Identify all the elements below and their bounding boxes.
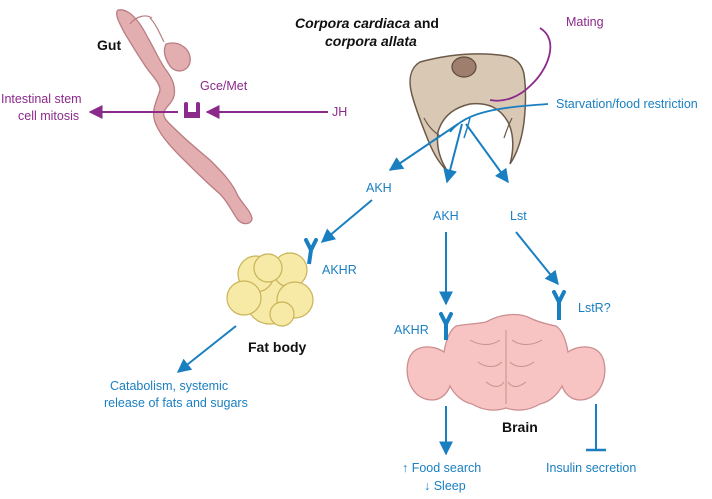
cc-ca-title-line1: Corpora cardiaca and xyxy=(295,15,439,31)
corpora-cardiaca-allata-gland xyxy=(409,53,527,173)
intestinal-label-line1: Intestinal stem xyxy=(1,92,82,106)
akh-left-label: AKH xyxy=(366,181,392,195)
akhr-fat-receptor-icon xyxy=(304,238,318,265)
lstr-receptor-icon xyxy=(552,290,566,320)
lst-arrow-to-label xyxy=(465,123,509,184)
akh-left-arrow-to-label xyxy=(388,123,459,171)
jh-label: JH xyxy=(332,105,347,119)
catabolism-label-line2: release of fats and sugars xyxy=(104,396,248,410)
akhr-brain-label: AKHR xyxy=(394,323,429,337)
akhr-brain-receptor-icon xyxy=(439,312,453,340)
brain-label: Brain xyxy=(502,419,538,435)
gut-illustration xyxy=(116,9,253,225)
mating-label: Mating xyxy=(566,15,604,29)
food-search-label: ↑ Food search xyxy=(402,461,481,475)
catabolism-label-line1: Catabolism, systemic xyxy=(110,379,228,393)
brain-illustration xyxy=(406,313,606,411)
cc-title-rest: and xyxy=(410,15,439,31)
fat-body-label: Fat body xyxy=(248,339,307,355)
starvation-branch xyxy=(463,117,471,139)
corpora-allata-nucleus xyxy=(451,56,477,78)
starvation-line xyxy=(449,103,549,133)
fat-to-catabolism-arrow xyxy=(176,325,237,373)
akh-mid-label: AKH xyxy=(433,209,459,223)
akh-to-fat-arrow xyxy=(320,199,373,243)
akhr-fat-label: AKHR xyxy=(322,263,357,277)
mating-line xyxy=(489,27,552,102)
gce-met-receptor-icon xyxy=(184,102,200,118)
intestinal-label-line2: cell mitosis xyxy=(18,109,79,123)
fat-body-illustration xyxy=(226,252,314,327)
akh-mid-arrow-to-label xyxy=(443,123,463,184)
lst-label: Lst xyxy=(510,209,527,223)
gut-label: Gut xyxy=(97,37,121,53)
starvation-label: Starvation/food restriction xyxy=(556,97,698,111)
lst-to-brain-arrow xyxy=(515,231,559,286)
lstr-label: LstR? xyxy=(578,301,611,315)
gce-met-label: Gce/Met xyxy=(200,79,248,93)
cc-ca-title-line2: corpora allata xyxy=(325,33,417,49)
cc-title-italic: Corpora cardiaca xyxy=(295,15,410,31)
insulin-label: Insulin secretion xyxy=(546,461,636,475)
sleep-label: ↓ Sleep xyxy=(424,479,466,493)
